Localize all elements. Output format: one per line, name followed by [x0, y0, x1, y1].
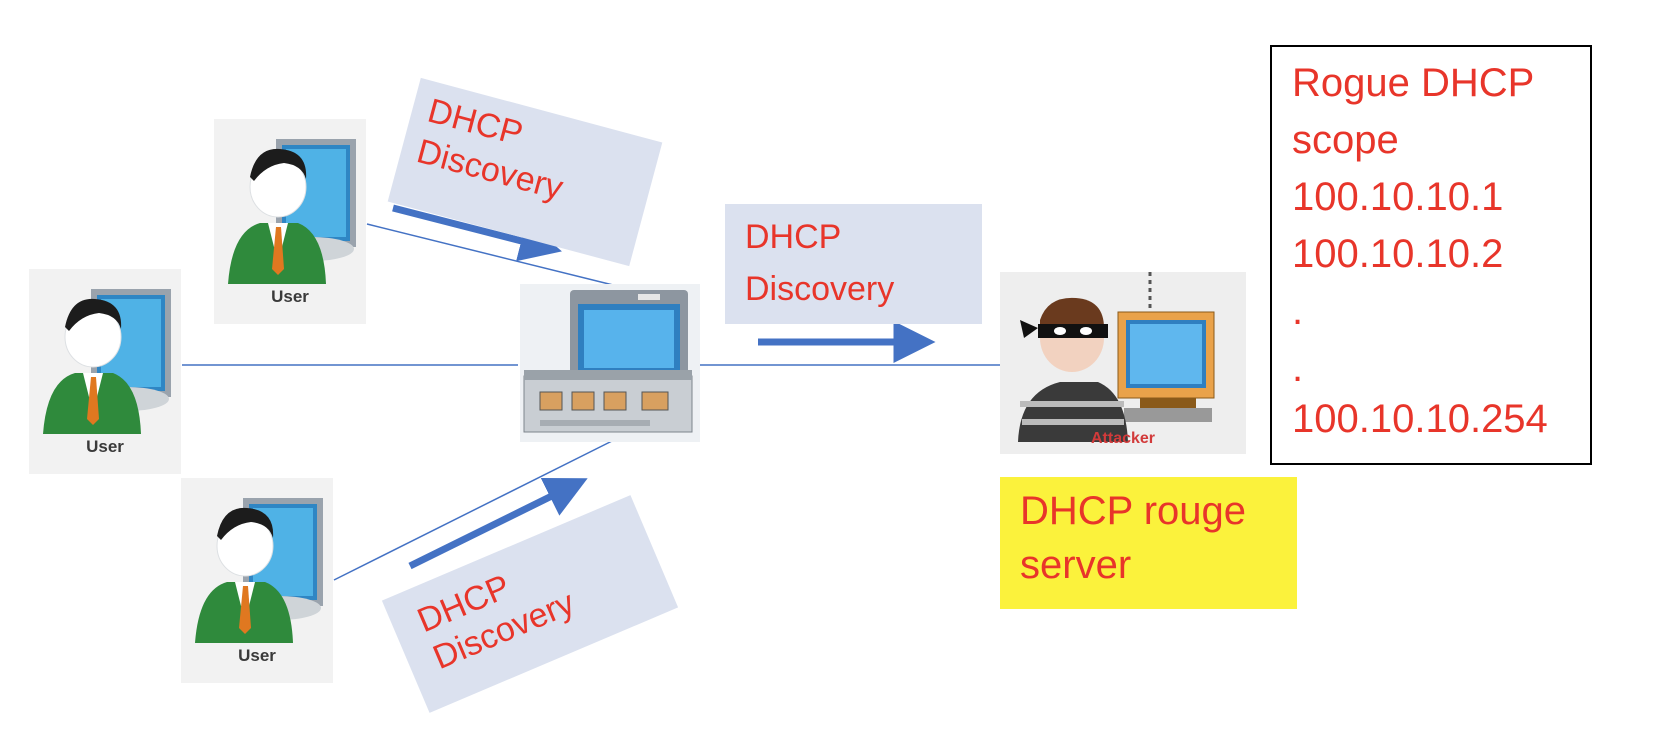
scope-line-title-1: Rogue DHCP [1292, 61, 1535, 105]
user-icon [228, 139, 356, 284]
link-user-bottom-to-switch [333, 440, 613, 581]
scope-address-2: 100.10.10.2 [1292, 232, 1504, 276]
attacker-icon [1018, 272, 1215, 442]
scope-line-title-2: scope [1292, 118, 1399, 162]
scope-address-1: 100.10.10.1 [1292, 175, 1504, 219]
user-caption: User [271, 287, 309, 306]
rogue-scope-box: Rogue DHCP scope 100.10.10.1 100.10.10.2… [1270, 45, 1592, 465]
scope-ellipsis-2: . [1292, 346, 1304, 390]
rogue-server-line-2: server [1020, 543, 1132, 587]
user-caption: User [86, 437, 124, 456]
user-top: User [214, 119, 366, 324]
message-line-1: DHCP [745, 218, 842, 256]
user-left: User [29, 269, 181, 474]
user-icon [43, 289, 171, 434]
link-user-top-to-switch [366, 223, 614, 286]
scope-address-last: 100.10.10.254 [1292, 397, 1548, 441]
arrow-right-icon [408, 478, 588, 570]
user-bottom: User [181, 478, 333, 683]
arrow-right-icon [392, 204, 562, 262]
attacker-node: Attacker [1000, 272, 1246, 454]
message-box-middle: DHCP Discovery [725, 204, 982, 324]
user-icon [195, 498, 323, 643]
switch-icon [523, 290, 693, 433]
message-line-2: Discovery [745, 270, 895, 308]
attacker-caption: Attacker [1090, 430, 1156, 447]
user-caption: User [238, 646, 276, 665]
rogue-server-line-1: DHCP rouge [1020, 489, 1247, 533]
rogue-server-label: DHCP rouge server [1000, 477, 1297, 609]
scope-ellipsis-1: . [1292, 289, 1304, 333]
network-switch [520, 284, 700, 442]
